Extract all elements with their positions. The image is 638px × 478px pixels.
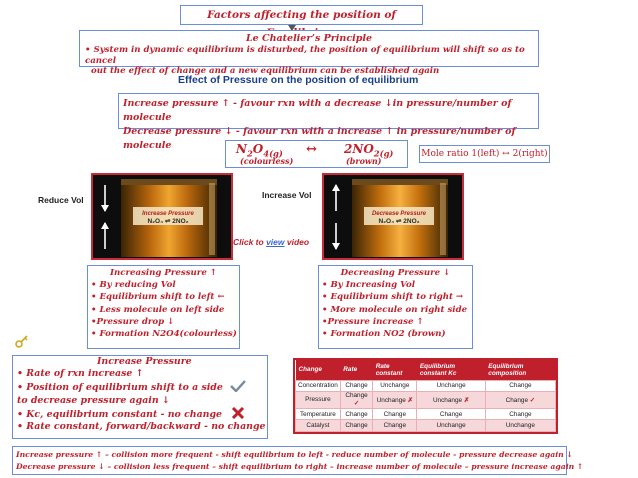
table-cell: Change bbox=[372, 407, 418, 421]
list-item: • Less molecule on left side bbox=[91, 304, 225, 315]
down-arrow-icon bbox=[288, 25, 296, 31]
decreasing-pressure-heading: Decreasing Pressure ↓ bbox=[340, 268, 451, 278]
table-cell: Unchange bbox=[416, 419, 486, 432]
collision-line-increase: Increase pressure ↑ – collision more fre… bbox=[16, 450, 573, 459]
list-item-text: • Kc, equilibrium constant - no change bbox=[17, 408, 223, 420]
collision-line-decrease: Decrease pressure ↓ – collision less fre… bbox=[16, 462, 584, 471]
table-cell: Temperature bbox=[295, 407, 341, 421]
video-link-suffix: video bbox=[284, 237, 310, 247]
table-cell: Change bbox=[339, 379, 374, 393]
syringe-photo-expanded: Decrease Pressure N₂O₄ ⇌ 2NO₂ bbox=[322, 173, 464, 260]
decrease-rule: Decrease pressure ↓ - favour rxn with a … bbox=[123, 126, 516, 151]
table-cell: Change bbox=[339, 407, 374, 421]
list-item: • Position of equilibrium shift to a sid… bbox=[13, 380, 267, 394]
summary-heading: Increase Pressure bbox=[97, 356, 192, 367]
table-header: Equilibrium constant Kc bbox=[416, 360, 486, 380]
table-cell: Catalyst bbox=[295, 419, 341, 432]
equilibrium-arrow: ↔ bbox=[306, 142, 317, 157]
list-item: •Pressure drop ↓ bbox=[91, 316, 175, 327]
check-icon bbox=[230, 380, 246, 394]
table-cell: Change ✓ bbox=[484, 391, 557, 409]
list-item: • Rate of rxn increase ↑ bbox=[17, 368, 144, 380]
table-cell: Concentration bbox=[295, 379, 341, 393]
view-video-link[interactable]: view bbox=[266, 237, 285, 247]
table-cell: Unchange bbox=[372, 379, 418, 393]
reduce-vol-label: Reduce Vol bbox=[38, 195, 84, 205]
table-header-row: Change Rate Rate constant Equilibrium co… bbox=[295, 360, 556, 380]
pressure-rules-box: Increase pressure ↑ - favour rxn with a … bbox=[118, 93, 539, 151]
table-cell: Unchange ✗ bbox=[416, 391, 486, 409]
decreasing-pressure-box: Decreasing Pressure ↓ • By Increasing Vo… bbox=[318, 265, 473, 349]
table-cell: Change bbox=[372, 419, 418, 432]
mole-ratio-box: Mole ratio 1(left) ↔ 2(right) bbox=[419, 145, 550, 163]
equation-left: N2O4(g) bbox=[236, 142, 283, 159]
right-colour-label: (brown) bbox=[346, 156, 382, 166]
list-item: •Pressure increase ↑ bbox=[322, 316, 424, 327]
equation-box: N2O4(g) ↔ 2NO2(g) (colourless) (brown) bbox=[225, 140, 408, 168]
table-cell-text: Unchange bbox=[376, 396, 406, 404]
table-cell: Change bbox=[484, 379, 557, 393]
svg-text:N₂O₄ ⇌ 2NO₂: N₂O₄ ⇌ 2NO₂ bbox=[378, 217, 419, 225]
table-cell-text: Unchange bbox=[432, 396, 463, 404]
table-cell: Unchange ✗ bbox=[372, 391, 418, 409]
effects-table: Change Rate Rate constant Equilibrium co… bbox=[293, 358, 558, 434]
list-item: • More molecule on right side bbox=[322, 304, 468, 315]
table-row: Catalyst Change Change Unchange Unchange bbox=[295, 419, 557, 432]
table-header: Change bbox=[295, 360, 341, 380]
table-cell: Unchange bbox=[416, 379, 486, 393]
table-cell-text: Change bbox=[345, 392, 368, 400]
le-chatelier-line-2: out the effect of change and a new equil… bbox=[91, 66, 440, 76]
svg-text:N₂O₄ ⇌ 2NO₂: N₂O₄ ⇌ 2NO₂ bbox=[147, 217, 188, 225]
left-colour-label: (colourless) bbox=[240, 156, 294, 166]
list-item: • Kc, equilibrium constant - no change bbox=[13, 406, 267, 421]
list-item: • Formation N2O4(colourless) bbox=[91, 329, 237, 340]
le-chatelier-text: • System in dynamic equilibrium is distu… bbox=[85, 45, 537, 77]
increase-rule: Increase pressure ↑ - favour rxn with a … bbox=[123, 98, 512, 123]
table-header: Rate constant bbox=[372, 360, 417, 380]
effect-heading: Effect of Pressure on the position of eq… bbox=[178, 74, 419, 86]
video-link-text: Click to view video bbox=[233, 237, 309, 247]
table-row: Concentration Change Unchange Unchange C… bbox=[295, 379, 557, 393]
increase-pressure-summary-box: Increase Pressure • Rate of rxn increase… bbox=[12, 355, 268, 439]
increasing-pressure-box: Increasing Pressure ↑ • By reducing Vol … bbox=[87, 265, 240, 349]
table-row: Pressure Change ✓ Unchange ✗ Unchange ✗ … bbox=[295, 391, 557, 409]
table-cell: Unchange bbox=[484, 419, 557, 432]
list-item: • By Increasing Vol bbox=[322, 280, 416, 291]
list-item-text: • Position of equilibrium shift to a sid… bbox=[17, 382, 223, 394]
le-chatelier-line-1: • System in dynamic equilibrium is distu… bbox=[85, 45, 525, 66]
table-cell: Change bbox=[339, 419, 374, 432]
svg-text:Decrease Pressure: Decrease Pressure bbox=[372, 211, 427, 217]
table-header: Equilibrium composition bbox=[485, 360, 556, 380]
list-item: • Equilibrium shift to right → bbox=[322, 292, 464, 303]
table-cell: Change bbox=[484, 407, 557, 421]
page-title: Factors affecting the position of Equili… bbox=[180, 5, 423, 39]
list-item: • By reducing Vol bbox=[91, 280, 176, 291]
table-cell: Pressure bbox=[295, 391, 341, 409]
list-item: • Formation NO2 (brown) bbox=[322, 329, 446, 340]
table-cell: Change bbox=[416, 407, 486, 421]
cross-icon: ✗ bbox=[407, 396, 413, 404]
list-item: • Equilibrium shift to left ← bbox=[91, 292, 225, 303]
le-chatelier-heading: Le Chatelier’s Principle bbox=[245, 33, 373, 44]
le-chatelier-box: Le Chatelier’s Principle • System in dyn… bbox=[79, 30, 539, 76]
increasing-pressure-heading: Increasing Pressure ↑ bbox=[110, 268, 217, 278]
collision-summary-box: Increase pressure ↑ – collision more fre… bbox=[12, 446, 584, 475]
check-icon: ✓ bbox=[353, 400, 360, 408]
check-icon: ✓ bbox=[529, 396, 536, 404]
list-item: • Rate constant, forward/backward - no c… bbox=[17, 421, 266, 433]
table-cell-text: Change bbox=[505, 396, 528, 404]
cross-icon: ✗ bbox=[463, 396, 470, 404]
list-item: to decrease pressure again ↓ bbox=[17, 394, 170, 406]
svg-text:Increase Pressure: Increase Pressure bbox=[142, 211, 194, 217]
cross-icon bbox=[232, 406, 245, 419]
increase-vol-label: Increase Vol bbox=[262, 190, 312, 200]
table-cell: Change ✓ bbox=[339, 391, 374, 409]
table-row: Temperature Change Change Change Change bbox=[295, 407, 557, 421]
equation-right: 2NO2(g) bbox=[344, 142, 394, 159]
video-link-prefix: Click to bbox=[233, 237, 267, 247]
syringe-photo-compressed: Increase Pressure N₂O₄ ⇌ 2NO₂ bbox=[91, 173, 233, 260]
key-icon bbox=[15, 333, 29, 352]
table-header: Rate bbox=[340, 360, 373, 380]
